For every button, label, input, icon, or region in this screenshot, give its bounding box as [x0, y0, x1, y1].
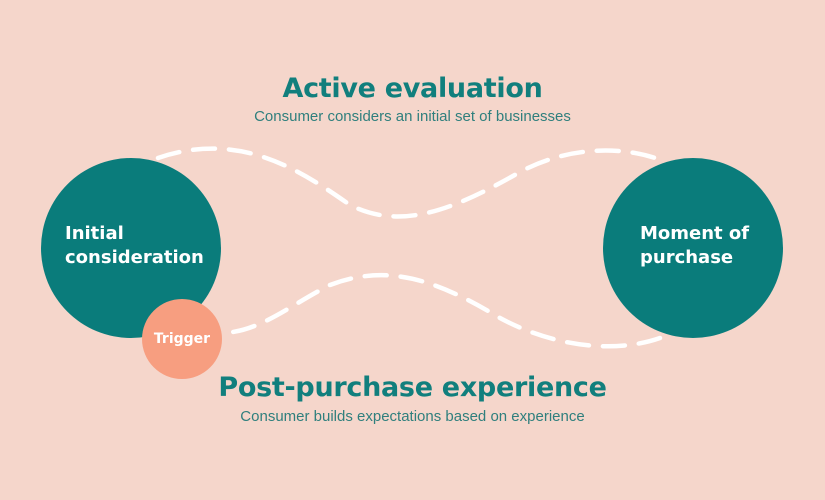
- post-purchase-title: Post-purchase experience: [218, 372, 607, 403]
- bottom-dashed-path: [219, 272, 663, 349]
- trigger-node: Trigger: [142, 299, 222, 379]
- top-dashed-path: [155, 146, 668, 219]
- initial-consideration-label: Initial consideration: [65, 223, 204, 268]
- moment-of-purchase-node: Moment of purchase: [603, 158, 783, 338]
- active-evaluation-title: Active evaluation: [282, 73, 543, 104]
- active-evaluation-subtitle: Consumer considers an initial set of bus…: [254, 108, 571, 125]
- moment-of-purchase-label: Moment of purchase: [640, 223, 750, 268]
- post-purchase-subtitle: Consumer builds expectations based on ex…: [240, 408, 585, 425]
